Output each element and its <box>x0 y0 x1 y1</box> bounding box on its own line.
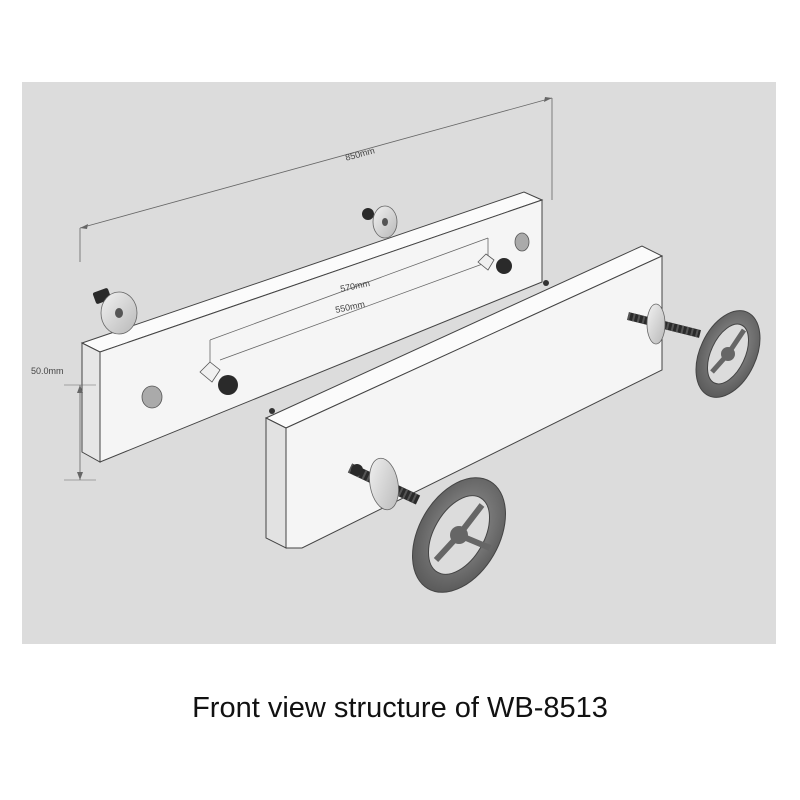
rear-right-nut-screw <box>477 253 512 274</box>
front-left-screw <box>347 457 421 511</box>
rear-board-hole-right <box>514 232 530 252</box>
handwheel-right <box>695 310 761 398</box>
rear-top-washer-nut <box>362 205 398 239</box>
diagram-caption: Front view structure of WB-8513 <box>192 692 608 724</box>
rear-board-hole-left <box>141 385 163 409</box>
front-right-screw <box>627 303 701 345</box>
dimension-label-850: 850mm <box>344 145 376 162</box>
rear-jaw-board <box>80 191 544 463</box>
dimension-board-height: 50.0mm <box>31 366 96 481</box>
rear-center-nut-screw <box>199 361 238 395</box>
handwheel-left <box>412 477 506 593</box>
dimension-label-50: 50.0mm <box>31 366 64 376</box>
rear-left-washer-bolt <box>92 288 138 335</box>
